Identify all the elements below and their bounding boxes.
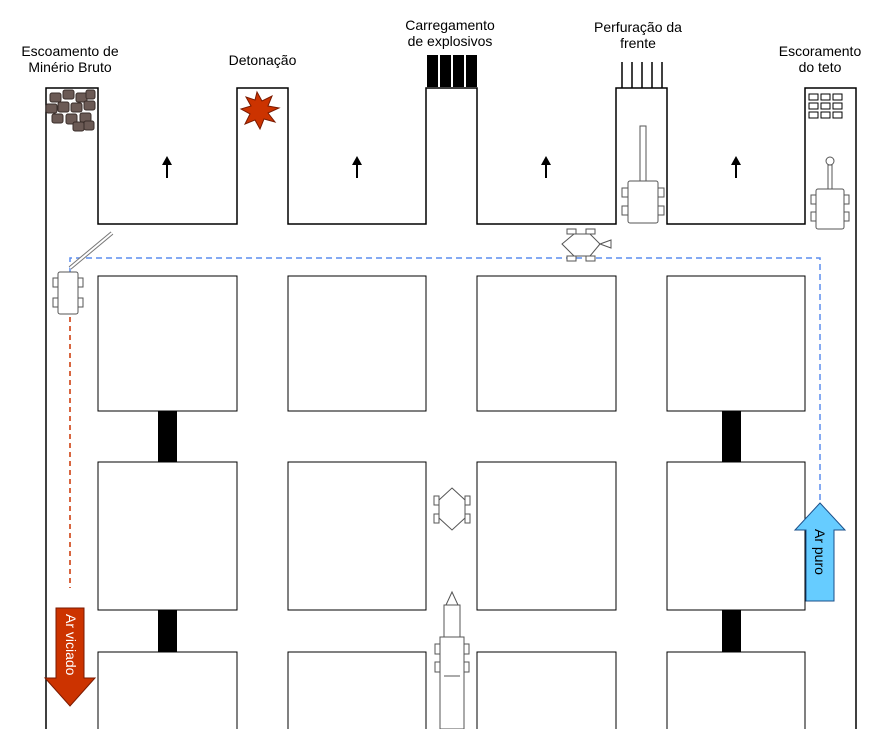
roof-bolt-panel-icon [808,93,843,119]
advance-arrow-icon [541,156,551,178]
label-ore-removal: Escoamento de Minério Bruto [5,43,135,75]
advance-arrow-icon [731,156,741,178]
loader-vehicle-icon [52,231,114,315]
ventilation-stopping [722,411,741,462]
stale-air-label: Ar viciado [63,614,79,676]
roof-bolter-icon [810,156,850,230]
pillar [666,275,806,412]
fresh-air-label: Ar puro [812,529,828,575]
label-blasting-text: Detonação [228,52,297,68]
advance-arrow-icon [162,156,172,178]
label-explosive-loading-line1: Carregamento [405,17,495,33]
drill-rods-icon [621,62,663,88]
charger-vehicle-icon [561,228,612,262]
pillar [666,461,806,611]
pillar [97,461,238,611]
pillar [666,651,806,729]
pillar [476,461,617,611]
pillar [97,275,238,412]
fresh-air-arrow: Ar puro [793,502,847,602]
advance-arrow-icon [352,156,362,178]
pillar [287,651,427,729]
ventilation-stopping [722,610,741,652]
explosive-charges-icon [427,55,477,87]
label-roof-support-line2: do teto [798,59,842,75]
haul-truck-icon [434,590,470,729]
label-face-drilling: Perfuração da frente [573,19,703,51]
explosion-icon [239,90,281,131]
pillar [287,461,427,611]
label-face-drilling-line2: frente [620,35,656,51]
pillar [476,651,617,729]
label-blasting: Detonação [200,52,325,68]
pillar [476,275,617,412]
charger-vehicle-icon [433,487,471,531]
label-ore-removal-line1: Escoamento de [21,43,119,59]
label-roof-support-line1: Escoramento [778,43,862,59]
drill-jumbo-icon [621,125,665,224]
ventilation-stopping [158,411,177,462]
ore-pile-icon [45,89,96,132]
ventilation-stopping [158,610,177,652]
pillar [97,651,238,729]
fresh-air-path [69,257,821,500]
mine-outline [45,87,857,729]
label-ore-removal-line2: Minério Bruto [28,59,112,75]
pillar [287,275,427,412]
label-explosive-loading: Carregamento de explosivos [385,17,515,49]
label-explosive-loading-line2: de explosivos [407,33,493,49]
label-face-drilling-line1: Perfuração da [594,19,682,35]
stale-air-arrow: Ar viciado [43,607,97,707]
label-roof-support: Escoramento do teto [765,43,875,75]
